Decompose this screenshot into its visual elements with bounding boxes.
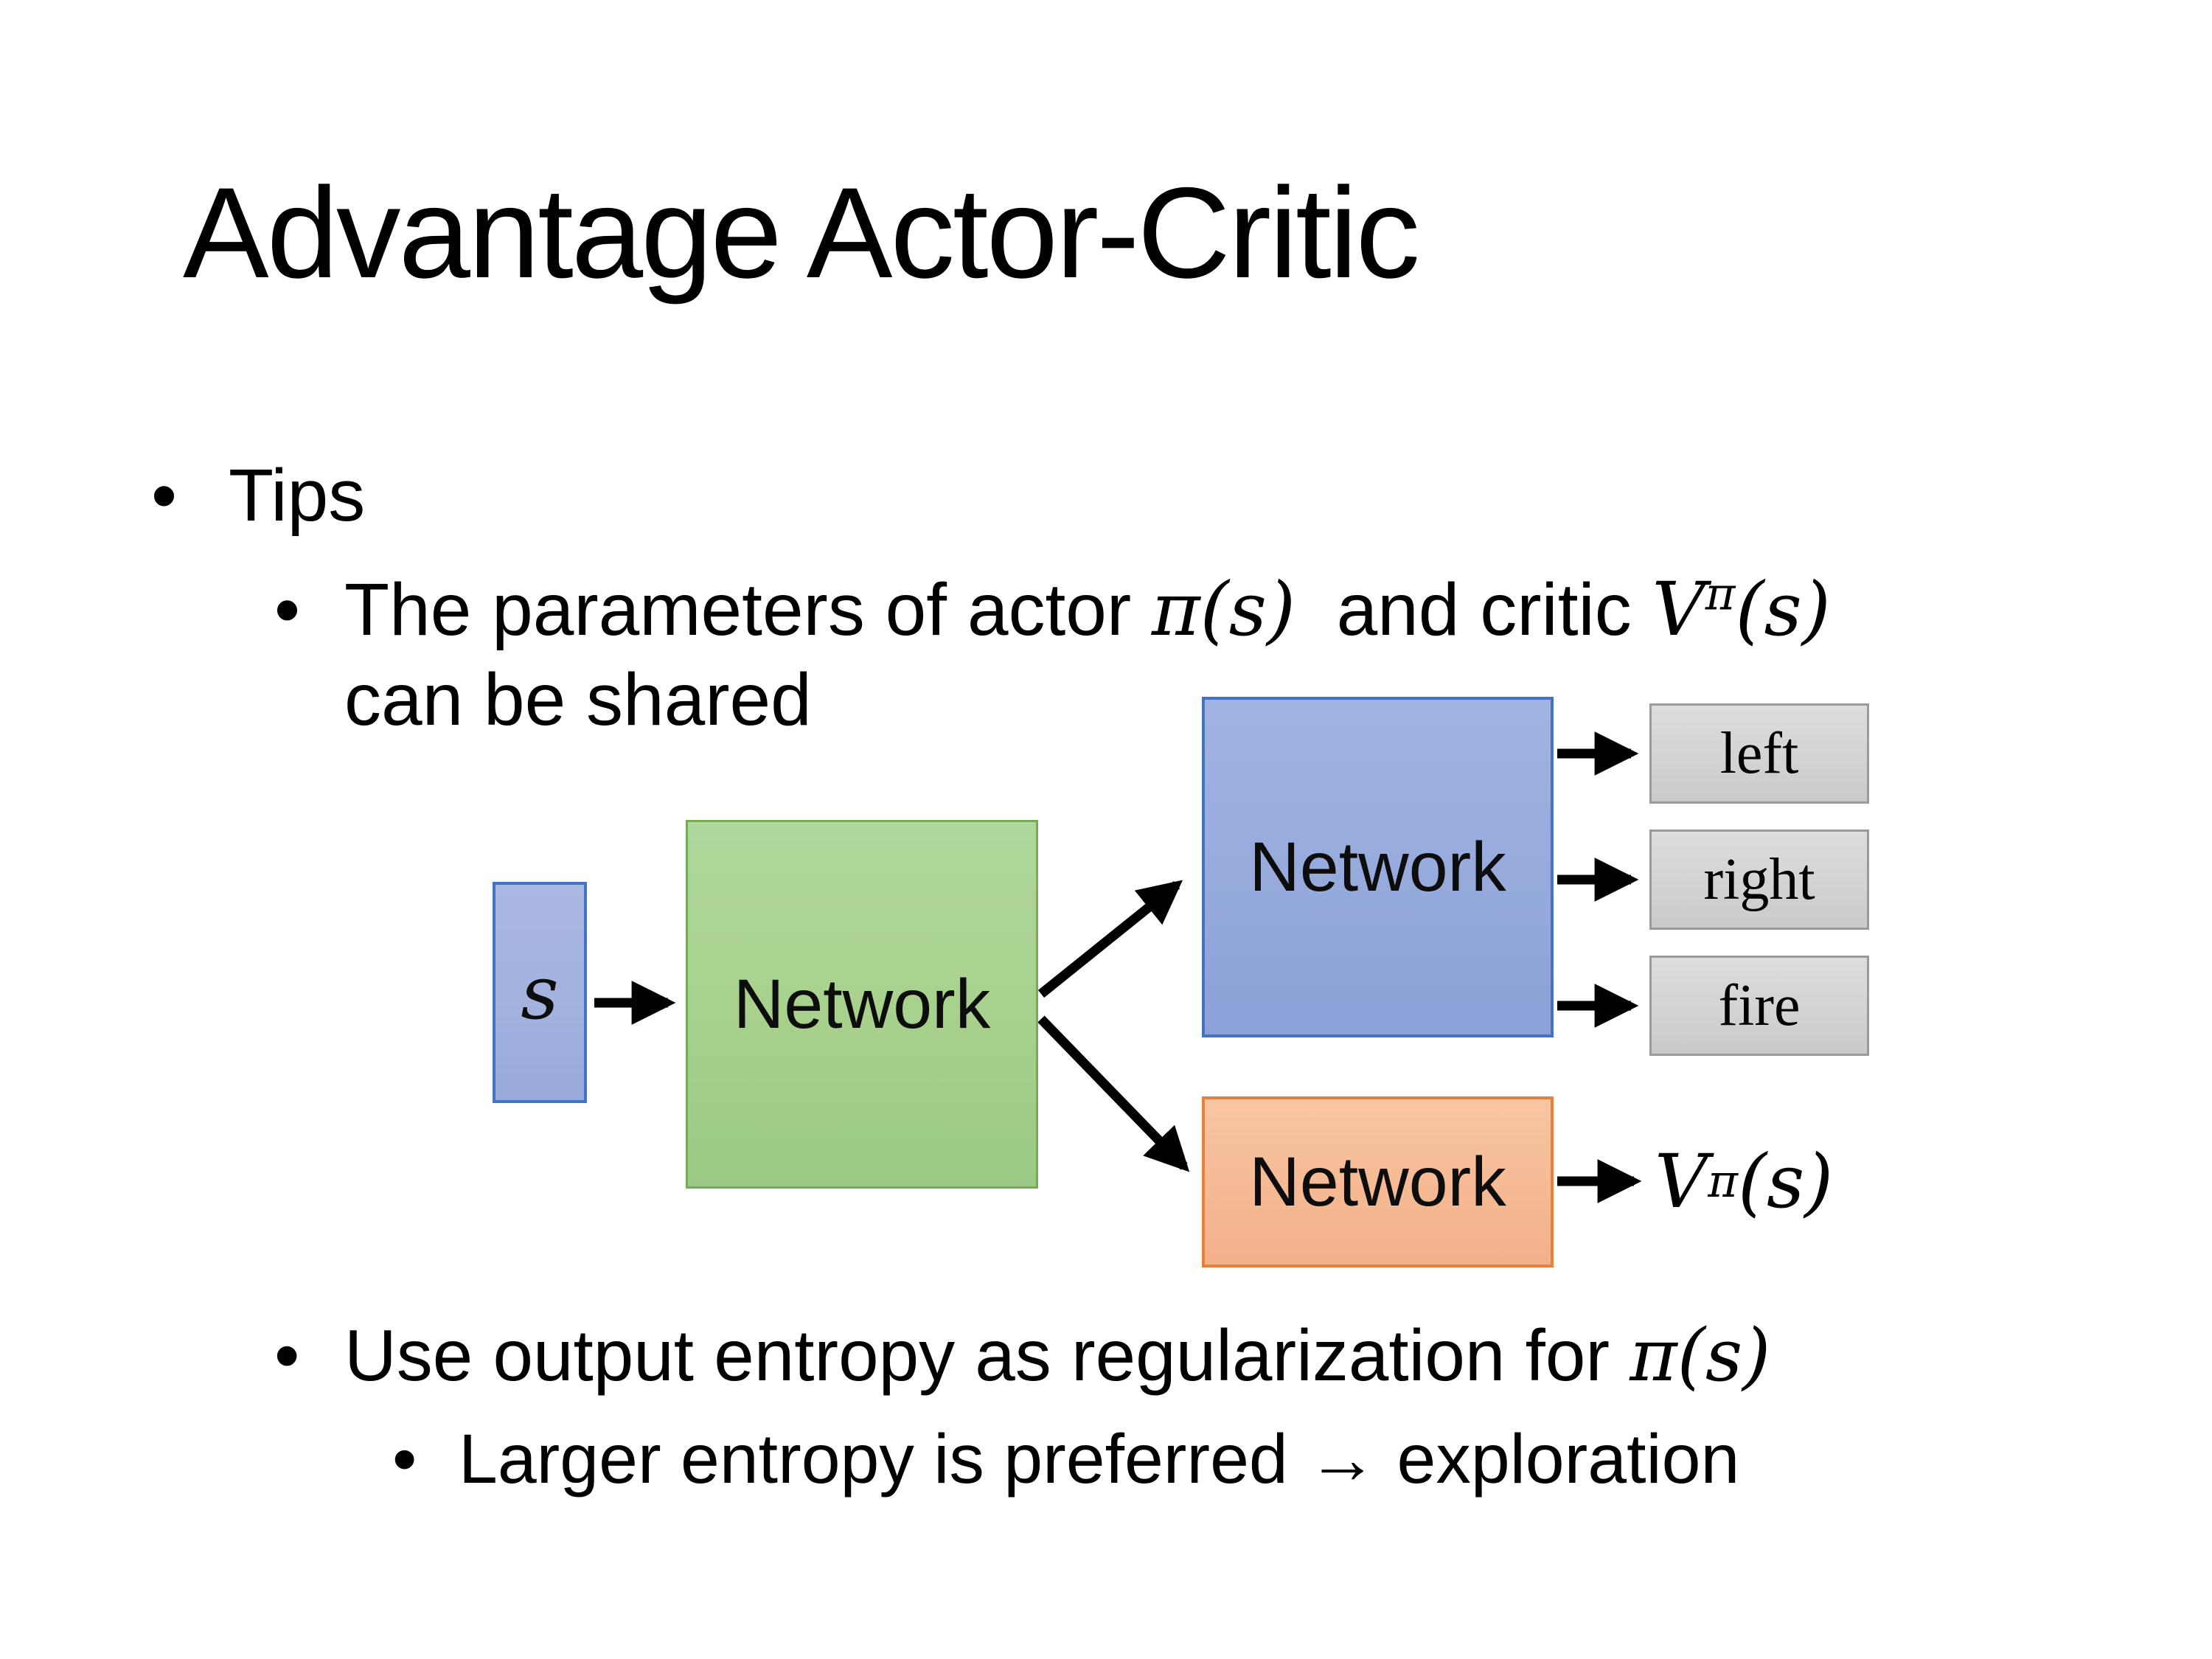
action-label-right: right bbox=[1703, 846, 1815, 912]
critic-output-args: (s) bbox=[1737, 1138, 1834, 1225]
state-label: s bbox=[521, 949, 559, 1036]
bullet-item-parameters: • The parameters of actor π(s) and criti… bbox=[274, 565, 1831, 745]
bullet-item-larger-entropy: • Larger entropy is preferred → explorat… bbox=[392, 1417, 1739, 1501]
arrow-shared-to-critic bbox=[1037, 1015, 1190, 1172]
critic-network-box: Network bbox=[1202, 1096, 1554, 1267]
parameters-line1: The parameters of actor π(s) and critic … bbox=[344, 565, 1831, 655]
entropy-formula: π(s) bbox=[1630, 1314, 1771, 1398]
action-box-right: right bbox=[1649, 830, 1869, 930]
actor-formula: π(s) bbox=[1151, 566, 1295, 653]
shared-network-box: Network bbox=[686, 820, 1038, 1189]
parameters-mid: and critic bbox=[1295, 568, 1652, 651]
critic-formula: Vπ(s) bbox=[1652, 566, 1831, 653]
actor-network-box: Network bbox=[1202, 697, 1554, 1037]
entropy-pre: Use output entropy as regularization for bbox=[344, 1315, 1630, 1396]
bullet-item-tips: • Tips bbox=[151, 451, 365, 540]
state-box: s bbox=[493, 882, 587, 1103]
bullet-marker: • bbox=[151, 454, 178, 537]
bullet-marker: • bbox=[392, 1420, 417, 1498]
critic-network-label: Network bbox=[1249, 1142, 1506, 1221]
bullet-marker: • bbox=[274, 1315, 300, 1396]
larger-entropy-text: Larger entropy is preferred → exploratio… bbox=[459, 1420, 1740, 1498]
slide-title: Advantage Actor-Critic bbox=[183, 161, 1420, 305]
critic-base: V bbox=[1652, 566, 1705, 653]
shared-network-label: Network bbox=[733, 964, 991, 1043]
action-box-fire: fire bbox=[1649, 956, 1869, 1056]
tips-text: Tips bbox=[229, 454, 366, 537]
action-box-left: left bbox=[1649, 703, 1869, 804]
bullet-marker: • bbox=[274, 568, 301, 651]
arrow-shared-to-actor bbox=[1037, 880, 1183, 998]
bullet-item-entropy: • Use output entropy as regularization f… bbox=[274, 1312, 1770, 1400]
parameters-line2: can be shared bbox=[344, 658, 812, 741]
actor-network-label: Network bbox=[1249, 827, 1506, 906]
action-label-fire: fire bbox=[1718, 973, 1801, 1038]
critic-output-base: V bbox=[1655, 1138, 1708, 1225]
parameters-pre: The parameters of actor bbox=[344, 568, 1152, 651]
action-label-left: left bbox=[1719, 720, 1799, 786]
entropy-text: Use output entropy as regularization for… bbox=[344, 1312, 1770, 1400]
critic-sup: π bbox=[1705, 566, 1736, 621]
parameters-text: The parameters of actor π(s) and critic … bbox=[344, 565, 1831, 745]
critic-args: (s) bbox=[1735, 566, 1831, 653]
